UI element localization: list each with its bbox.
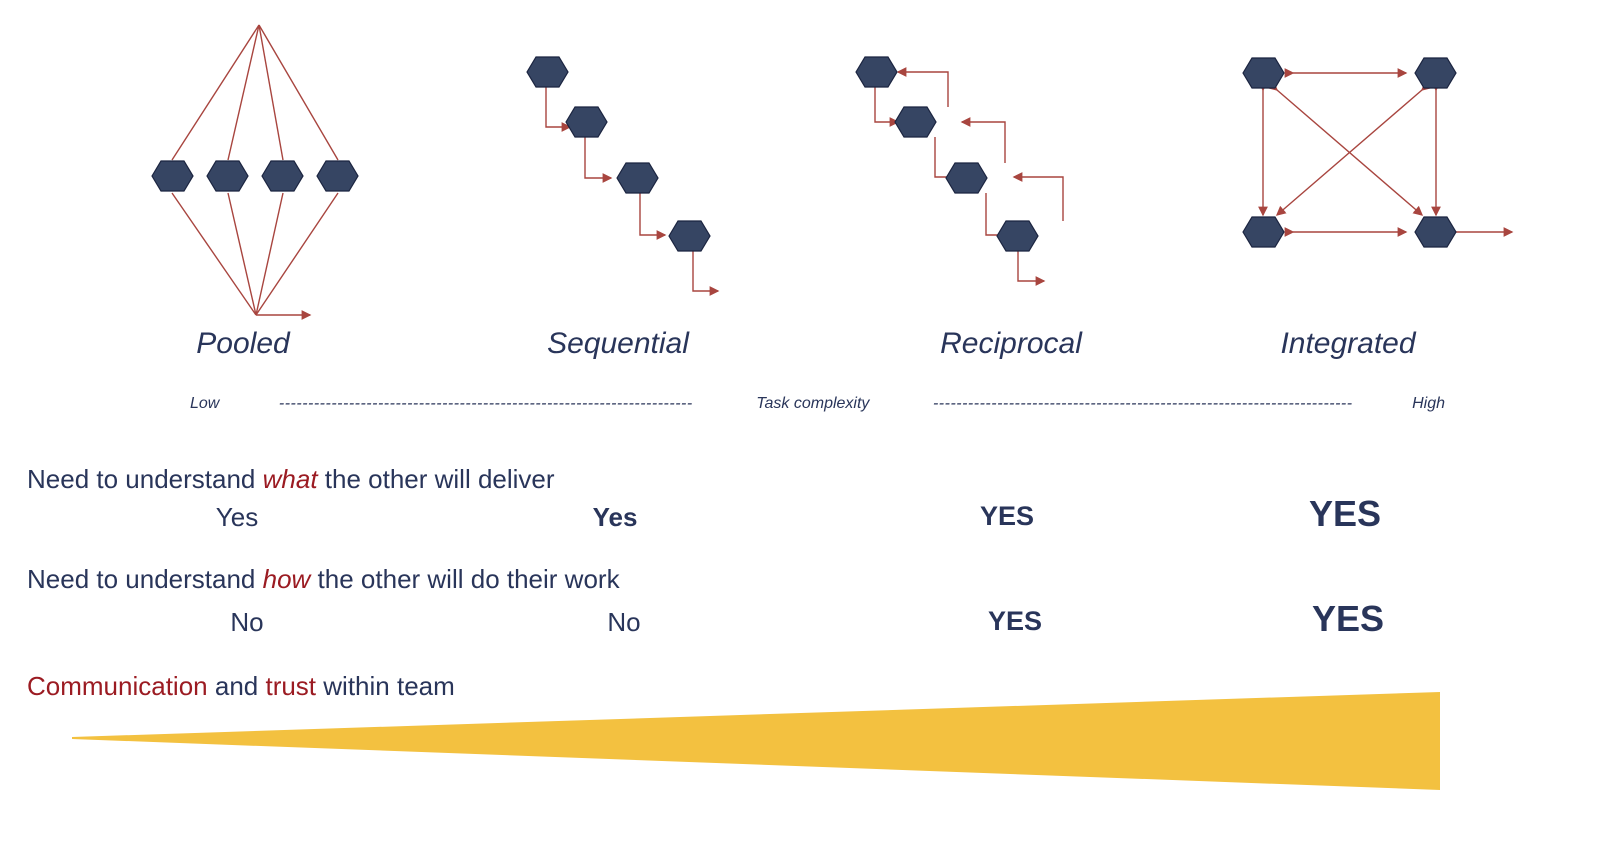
sequential-nodes: [526, 56, 711, 252]
axis-label-high: High: [1412, 395, 1446, 412]
answer-what-integrated: YES: [1308, 493, 1382, 534]
answer-what-pooled: Yes: [215, 502, 259, 532]
statement-communication-part-0: Communication: [27, 671, 208, 701]
sequential-links: [545, 87, 720, 296]
axis-label-center: Task complexity: [756, 395, 870, 412]
statement-communication-part-2: trust: [265, 671, 317, 701]
integrated-diagram: [1242, 57, 1514, 248]
axis-label-low: Low: [190, 395, 220, 412]
answer-what-reciprocal: YES: [979, 501, 1035, 531]
statement-how-part-0: Need to understand: [27, 564, 263, 594]
statement-what-part-2: the other will deliver: [317, 464, 555, 494]
pattern-label-reciprocal: Reciprocal: [940, 327, 1082, 360]
pattern-label-sequential: Sequential: [547, 327, 689, 360]
sequential-diagram: [526, 56, 720, 296]
task-interdependence-diagrams: [151, 24, 1514, 320]
answer-how-pooled: No: [230, 607, 264, 637]
statement-communication: Communication and trust within team: [27, 671, 455, 702]
pattern-label-integrated: Integrated: [1280, 327, 1416, 360]
pooled-links: [171, 24, 339, 320]
statement-how-part-2: the other will do their work: [310, 564, 620, 594]
answer-how-integrated: YES: [1311, 598, 1385, 639]
communication-trust-wedge: [72, 692, 1440, 790]
pattern-label-pooled: Pooled: [196, 327, 290, 360]
statement-what: Need to understand what the other will d…: [27, 464, 555, 495]
statement-how: Need to understand how the other will do…: [27, 564, 620, 595]
answer-what-sequential: Yes: [592, 502, 638, 532]
statement-what-part-1: what: [262, 464, 318, 494]
statement-how-part-1: how: [262, 564, 311, 594]
statement-communication-part-1: and: [207, 671, 266, 701]
axis-dashes-right: ----------------------------------------…: [932, 395, 1353, 412]
pooled-diagram: [151, 24, 359, 320]
reciprocal-diagram: [855, 56, 1064, 286]
integrated-links: [1258, 68, 1441, 237]
statement-what-part-0: Need to understand: [27, 464, 263, 494]
reciprocal-nodes: [855, 56, 1039, 252]
answer-how-reciprocal: YES: [987, 606, 1043, 636]
pooled-nodes: [151, 160, 359, 192]
statement-communication-part-3: within team: [316, 671, 455, 701]
integrated-nodes: [1242, 57, 1457, 248]
answer-how-sequential: No: [607, 607, 641, 637]
axis-dashes-left: ----------------------------------------…: [278, 395, 693, 412]
task-complexity-axis: Low ------------------------------------…: [190, 392, 1445, 416]
